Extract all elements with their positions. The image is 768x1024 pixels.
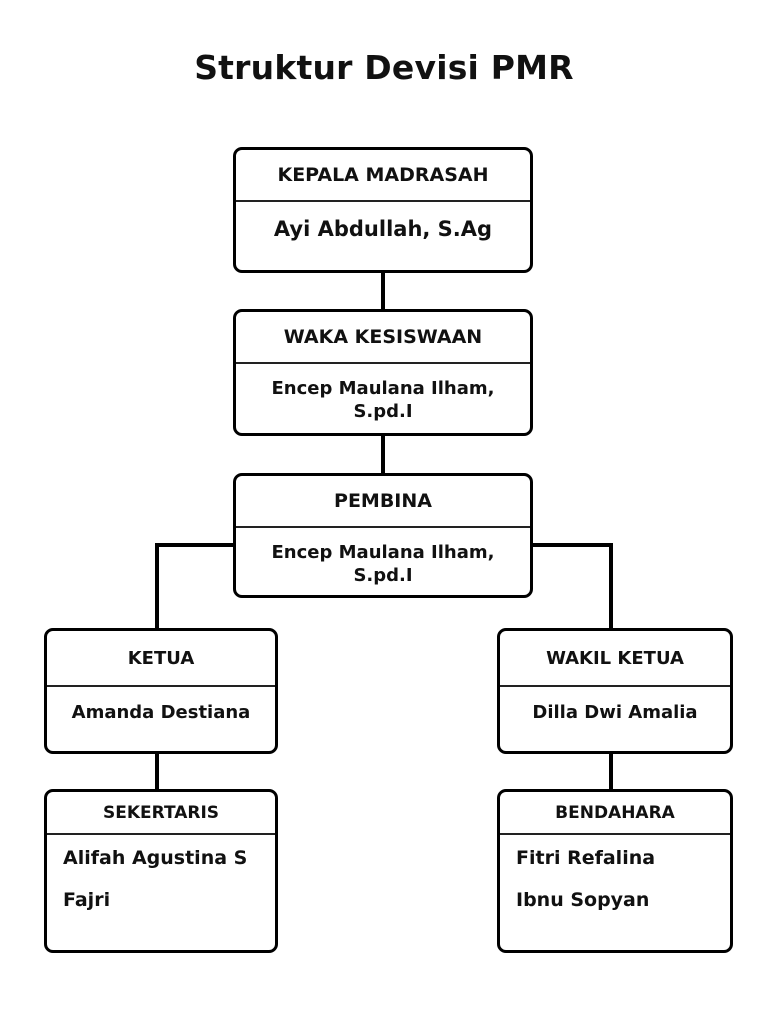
node-waka-kesiswaan-role: WAKA KESISWAAN: [236, 312, 530, 364]
node-kepala-madrasah-name: Ayi Abdullah, S.Ag: [273, 217, 493, 241]
node-sekertaris-body: Alifah Agustina S Fajri: [47, 835, 275, 950]
node-ketua[interactable]: KETUA Amanda Destiana: [44, 628, 278, 754]
page-title: Struktur Devisi PMR: [194, 48, 574, 87]
node-sekertaris[interactable]: SEKERTARIS Alifah Agustina S Fajri: [44, 789, 278, 953]
connector-pembina-left-horizontal: [155, 543, 235, 547]
node-waka-kesiswaan-name: Encep Maulana Ilham, S.pd.I: [271, 378, 495, 422]
node-bendahara-role: BENDAHARA: [500, 792, 730, 835]
node-pembina[interactable]: PEMBINA Encep Maulana Ilham, S.pd.I: [233, 473, 533, 598]
connector-waka-to-pembina: [381, 435, 385, 474]
node-pembina-name: Encep Maulana Ilham, S.pd.I: [271, 542, 495, 586]
node-pembina-role: PEMBINA: [236, 476, 530, 528]
node-ketua-role: KETUA: [47, 631, 275, 687]
connector-pembina-right-horizontal: [531, 543, 613, 547]
node-bendahara[interactable]: BENDAHARA Fitri Refalina Ibnu Sopyan: [497, 789, 733, 953]
node-kepala-madrasah-role: KEPALA MADRASAH: [236, 150, 530, 202]
node-sekertaris-role: SEKERTARIS: [47, 792, 275, 835]
node-wakil-ketua-body: Dilla Dwi Amalia: [500, 687, 730, 751]
node-bendahara-name-1: Fitri Refalina: [516, 847, 656, 869]
connector-wakil-ketua-to-bendahara: [609, 751, 613, 791]
node-sekertaris-name-2: Fajri: [63, 889, 111, 911]
node-sekertaris-name-1: Alifah Agustina S: [63, 847, 248, 869]
node-ketua-name: Amanda Destiana: [71, 702, 251, 723]
node-wakil-ketua-role: WAKIL KETUA: [500, 631, 730, 687]
node-bendahara-name-2: Ibnu Sopyan: [516, 889, 650, 911]
connector-ketua-to-sekertaris: [155, 751, 159, 791]
connector-kepala-to-waka: [381, 270, 385, 310]
node-pembina-body: Encep Maulana Ilham, S.pd.I: [236, 528, 530, 595]
connector-pembina-right-vertical: [609, 543, 613, 631]
node-kepala-madrasah-body: Ayi Abdullah, S.Ag: [236, 202, 530, 270]
node-waka-kesiswaan[interactable]: WAKA KESISWAAN Encep Maulana Ilham, S.pd…: [233, 309, 533, 436]
node-wakil-ketua-name: Dilla Dwi Amalia: [532, 702, 698, 723]
node-ketua-body: Amanda Destiana: [47, 687, 275, 751]
node-wakil-ketua[interactable]: WAKIL KETUA Dilla Dwi Amalia: [497, 628, 733, 754]
connector-pembina-left-vertical: [155, 543, 159, 631]
node-kepala-madrasah[interactable]: KEPALA MADRASAH Ayi Abdullah, S.Ag: [233, 147, 533, 273]
node-bendahara-body: Fitri Refalina Ibnu Sopyan: [500, 835, 730, 950]
node-waka-kesiswaan-body: Encep Maulana Ilham, S.pd.I: [236, 364, 530, 433]
